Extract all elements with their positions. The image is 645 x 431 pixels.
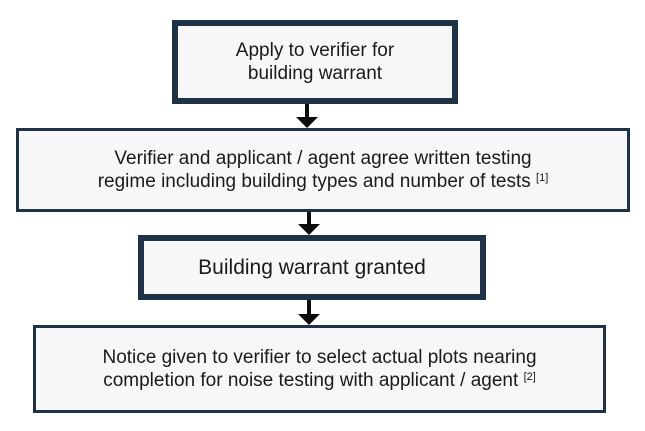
flow-arrow-2 <box>298 212 320 235</box>
step-text: Apply to verifier for building warrant <box>236 39 394 85</box>
flow-arrow-1 <box>296 104 318 128</box>
step-apply-to-verifier: Apply to verifier for building warrant <box>172 20 458 104</box>
arrow-head <box>298 224 320 235</box>
step-line-1: Notice given to verifier to select actua… <box>102 346 537 368</box>
arrow-head <box>296 117 318 128</box>
step-warrant-granted: Building warrant granted <box>138 235 486 300</box>
arrow-shaft <box>307 212 311 225</box>
arrow-shaft <box>305 104 309 118</box>
step-line-2-text: regime including building types and numb… <box>97 171 531 192</box>
step-text: Building warrant granted <box>198 255 426 281</box>
step-text: Verifier and applicant / agent agree wri… <box>98 147 549 193</box>
step-line-2: regime including building types and numb… <box>98 170 549 193</box>
step-line-2: building warrant <box>247 63 383 84</box>
step-agree-testing-regime: Verifier and applicant / agent agree wri… <box>16 128 630 212</box>
footnote-ref-2: [2] <box>523 371 536 383</box>
step-text: Notice given to verifier to select actua… <box>102 346 536 392</box>
step-line-1: Building warrant granted <box>198 255 426 279</box>
footnote-ref-1: [1] <box>536 172 549 184</box>
step-line-2-text: completion for noise testing with applic… <box>103 370 519 391</box>
arrow-shaft <box>307 300 311 315</box>
flow-arrow-3 <box>298 300 320 325</box>
step-line-1: Apply to verifier for <box>235 39 395 61</box>
step-notice-to-verifier: Notice given to verifier to select actua… <box>33 325 606 413</box>
step-line-1: Verifier and applicant / agent agree wri… <box>114 147 532 169</box>
step-line-2: completion for noise testing with applic… <box>102 369 536 392</box>
arrow-head <box>298 314 320 325</box>
